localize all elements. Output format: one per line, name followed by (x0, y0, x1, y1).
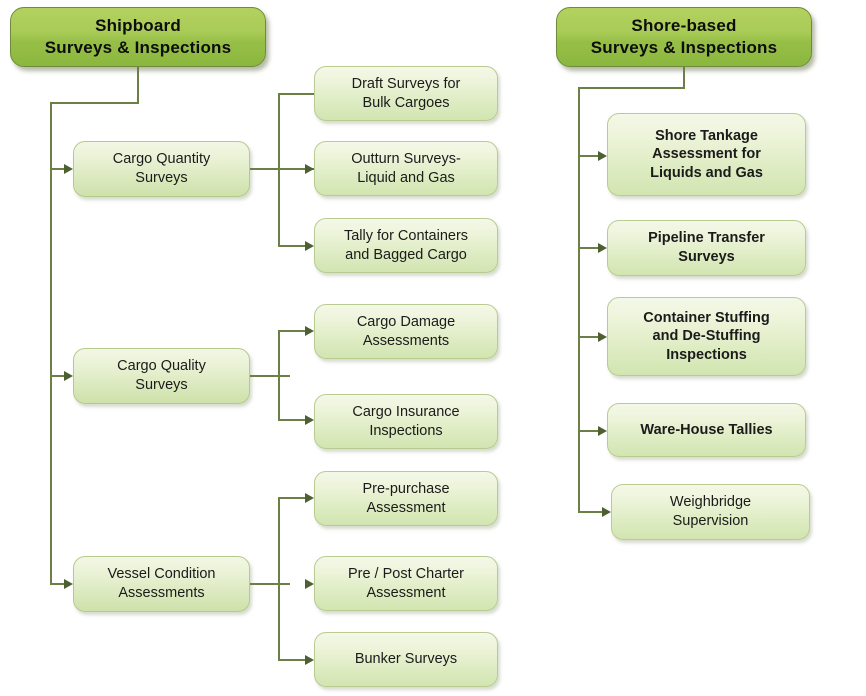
arrow-to-pipeline-transfer (598, 243, 607, 253)
connector-vessel-condition-branch-spine (278, 497, 280, 661)
connector-shore-to-weighbridge (578, 511, 606, 513)
node-outturn-surveys-line2: Liquid and Gas (357, 169, 455, 186)
arrow-to-cargo-quantity (64, 164, 73, 174)
node-draft-surveys-line2: Bulk Cargoes (362, 94, 450, 111)
node-tally-for-containers-and-bagged-cargo: Tally for Containers and Bagged Cargo (314, 218, 498, 273)
node-pre-post-charter-assessment: Pre / Post Charter Assessment (314, 556, 498, 611)
node-weighbridge-supervision: Weighbridge Supervision (611, 484, 810, 540)
header-shipboard-line1: Shipboard (95, 16, 181, 36)
node-vessel-condition-line1: Vessel Condition (107, 566, 216, 583)
connector-shore-trunk-down (683, 67, 685, 89)
arrow-to-outturn (305, 164, 314, 174)
node-shore-tankage-assessment: Shore Tankage Assessment for Liquids and… (607, 113, 806, 196)
header-shipboard-line2: Surveys & Inspections (44, 38, 232, 57)
arrow-to-cargo-quality (64, 371, 73, 381)
node-pre-purchase-line2: Assessment (366, 499, 446, 516)
node-cargo-quantity-surveys-line2: Surveys (135, 170, 188, 186)
node-bunker-surveys-line1: Bunker Surveys (354, 651, 458, 668)
connector-cargo-quality-out (250, 375, 290, 377)
node-cargo-damage-line1: Cargo Damage (356, 313, 456, 330)
node-pre-purchase-assessment: Pre-purchase Assessment (314, 471, 498, 526)
arrow-to-cargo-damage (305, 326, 314, 336)
arrow-to-pre-post-charter (305, 579, 314, 589)
node-ware-house-tallies-line1: Ware-House Tallies (640, 421, 773, 438)
node-tally-line1: Tally for Containers (343, 227, 469, 244)
connector-cargo-quality-to-damage (278, 330, 311, 332)
node-outturn-surveys-line1: Outturn Surveys- (351, 150, 461, 167)
connector-vessel-to-prepurchase (278, 497, 311, 499)
node-cargo-damage-line2: Assessments (362, 332, 450, 349)
node-shore-tankage-line1: Shore Tankage (655, 127, 758, 144)
node-tally-line2: and Bagged Cargo (345, 246, 467, 263)
arrow-to-shore-tankage (598, 151, 607, 161)
connector-shipboard-spine (50, 102, 52, 585)
node-draft-surveys-for-bulk-cargoes: Draft Surveys for Bulk Cargoes (314, 66, 498, 121)
header-shipboard: Shipboard Surveys & Inspections (10, 7, 266, 67)
node-vessel-condition-line2: Assessments (118, 585, 205, 601)
node-container-stuffing-inspections: Container Stuffing and De-Stuffing Inspe… (607, 297, 806, 376)
node-cargo-insurance-line1: Cargo Insurance (352, 403, 460, 420)
connector-shipboard-trunk-down (137, 67, 139, 104)
connector-cargo-quantity-to-draft (278, 93, 318, 95)
arrow-to-vessel-condition (64, 579, 73, 589)
node-shore-tankage-line2: Assessment for (652, 146, 761, 163)
node-container-stuffing-line2: and De-Stuffing (652, 328, 761, 345)
connector-shipboard-trunk-left (50, 102, 139, 104)
node-ware-house-tallies: Ware-House Tallies (607, 403, 806, 457)
node-draft-surveys-line1: Draft Surveys for (351, 75, 461, 92)
header-shore-based-line2: Surveys & Inspections (590, 38, 778, 57)
arrow-to-container-stuffing (598, 332, 607, 342)
connector-cargo-quality-branch-spine (278, 330, 280, 420)
connector-cargo-quality-to-insurance (278, 419, 311, 421)
node-weighbridge-line1: Weighbridge (669, 494, 752, 511)
node-pipeline-transfer-surveys: Pipeline Transfer Surveys (607, 220, 806, 276)
connector-shore-spine (578, 87, 580, 512)
connector-shore-to-pipeline (578, 247, 602, 249)
node-container-stuffing-line3: Inspections (666, 346, 747, 363)
arrow-to-tally (305, 241, 314, 251)
node-cargo-quality-surveys-line2: Surveys (135, 377, 188, 393)
connector-shore-to-container-stuffing (578, 336, 602, 338)
header-shore-based-line1: Shore-based (631, 16, 737, 36)
arrow-to-cargo-insurance (305, 415, 314, 425)
connector-vessel-to-bunker (278, 659, 311, 661)
node-cargo-quality-surveys-line1: Cargo Quality (117, 358, 206, 375)
connector-shore-to-tankage (578, 155, 602, 157)
node-shore-tankage-line3: Liquids and Gas (650, 164, 763, 181)
node-cargo-quality-surveys: Cargo Quality Surveys (73, 348, 250, 404)
arrow-to-warehouse-tallies (598, 426, 607, 436)
connector-cargo-quantity-out (250, 168, 316, 170)
connector-spine-to-vessel-condition (50, 583, 66, 585)
arrow-to-bunker-surveys (305, 655, 314, 665)
arrow-to-pre-purchase (305, 493, 314, 503)
node-pre-post-charter-line1: Pre / Post Charter (347, 565, 465, 582)
connector-spine-to-cargo-quantity (50, 168, 66, 170)
node-bunker-surveys: Bunker Surveys (314, 632, 498, 687)
connector-shore-to-warehouse-tallies (578, 430, 602, 432)
node-cargo-insurance-inspections: Cargo Insurance Inspections (314, 394, 498, 449)
connector-shore-trunk-left (578, 87, 685, 89)
node-weighbridge-line2: Supervision (672, 513, 749, 529)
connector-cargo-quantity-to-tally (278, 245, 311, 247)
node-cargo-quantity-surveys-line1: Cargo Quantity (112, 151, 211, 168)
node-pipeline-transfer-line2: Surveys (678, 249, 735, 265)
header-shore-based: Shore-based Surveys & Inspections (556, 7, 812, 67)
node-container-stuffing-line1: Container Stuffing (643, 309, 770, 326)
node-outturn-surveys-liquid-and-gas: Outturn Surveys- Liquid and Gas (314, 141, 498, 196)
node-pipeline-transfer-line1: Pipeline Transfer (648, 230, 765, 247)
node-cargo-damage-assessments: Cargo Damage Assessments (314, 304, 498, 359)
node-pre-purchase-line1: Pre-purchase (362, 480, 450, 497)
connector-spine-to-cargo-quality (50, 375, 66, 377)
connector-cargo-quantity-branch-spine (278, 93, 280, 247)
node-cargo-quantity-surveys: Cargo Quantity Surveys (73, 141, 250, 197)
node-cargo-insurance-line2: Inspections (369, 422, 443, 439)
node-vessel-condition-assessments: Vessel Condition Assessments (73, 556, 250, 612)
arrow-to-weighbridge-supervision (602, 507, 611, 517)
node-pre-post-charter-line2: Assessment (366, 584, 446, 601)
connector-vessel-condition-out (250, 583, 290, 585)
